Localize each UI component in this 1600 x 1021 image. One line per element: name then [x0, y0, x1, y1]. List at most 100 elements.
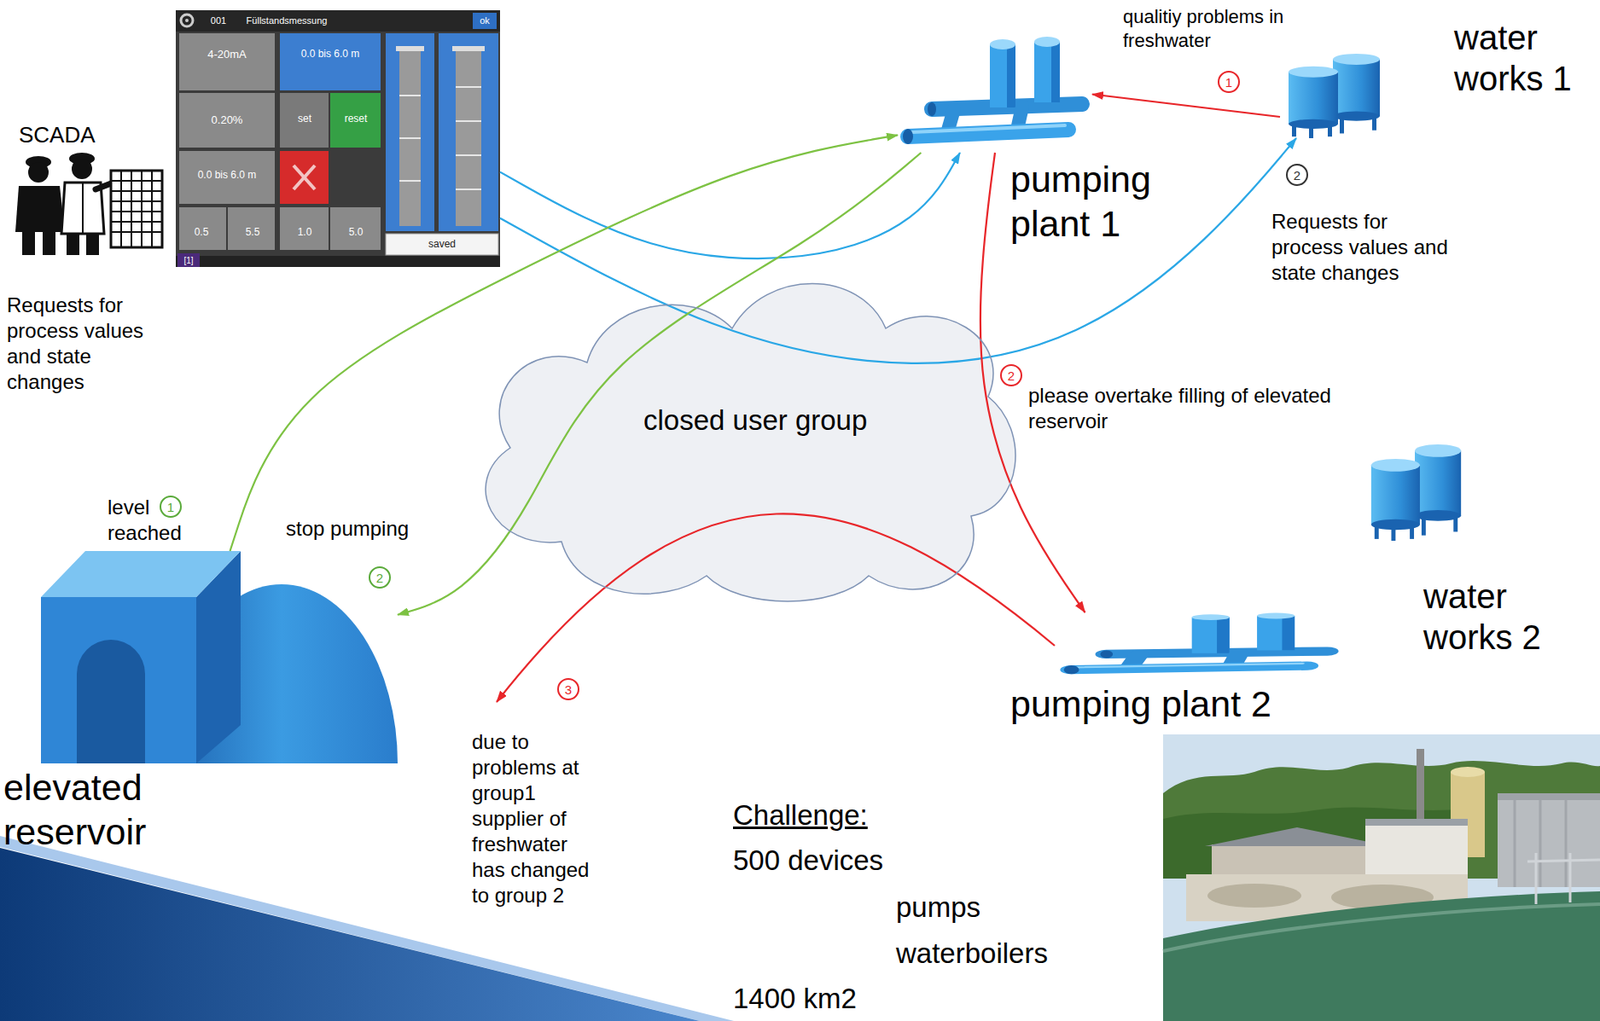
operator-icon [110, 170, 163, 248]
reservoir-icon [76, 640, 146, 764]
edge-label: please overtake filling of elevated rese… [1028, 383, 1353, 435]
challenge-item: pumps [896, 890, 981, 926]
plant-photo [1539, 800, 1542, 888]
plant-photo [1163, 734, 1600, 1021]
operator-icon [22, 232, 35, 256]
callout-number: 1 [159, 495, 182, 518]
node-label: pumping plant 1 [1010, 157, 1182, 246]
hmi-screen [279, 93, 329, 148]
callout-number: 1 [1217, 70, 1240, 94]
operator-icon [110, 170, 163, 248]
hmi-screen [330, 93, 381, 148]
hmi-screen [455, 154, 482, 157]
callout-number: 2 [1000, 364, 1023, 387]
edge-label: stop pumping [285, 516, 409, 542]
plant-photo [1163, 904, 1600, 952]
slide-wedge [0, 836, 734, 1021]
hmi-screen [175, 10, 501, 32]
hmi-value: 0.5 [194, 226, 210, 239]
water-works: water works 2 [1362, 443, 1470, 542]
hmi-button: saved [428, 238, 456, 251]
hmi-screen [179, 207, 227, 251]
hmi-screen [452, 46, 485, 52]
hmi-screen [179, 93, 275, 148]
hmi-value: 5.0 [349, 226, 364, 239]
hmi-screen [227, 207, 275, 251]
challenge-item: 1400 km2 [733, 981, 857, 1017]
hmi-screen [438, 33, 499, 232]
hmi-screen [177, 253, 200, 268]
hmi-value: 4-20mA [207, 48, 247, 61]
hmi-screen [399, 137, 421, 140]
hmi-screen [395, 46, 425, 52]
annotation: Requests for process values and state ch… [6, 292, 157, 396]
plant-photo [1365, 823, 1468, 875]
callout-number: 2 [1285, 163, 1309, 187]
hmi-screen [179, 33, 275, 91]
plant-photo [1527, 860, 1600, 862]
plant-photo [1497, 793, 1600, 888]
hmi-screen [455, 188, 482, 191]
node-label: SCADA [18, 122, 96, 149]
plant-photo [1204, 827, 1390, 847]
hmi-text: 001 [210, 15, 227, 26]
slide-wedge [0, 848, 700, 1021]
plant-photo [1450, 767, 1485, 778]
flow-arrow [980, 152, 1086, 613]
hmi-button: reset [344, 113, 368, 125]
pump-icon [902, 36, 1083, 145]
operator-icon [86, 233, 99, 256]
operator-icon [15, 186, 65, 233]
hmi-screen [175, 256, 501, 268]
hmi-button: set [297, 113, 312, 125]
hmi-screen [399, 51, 421, 227]
hmi-screen [399, 180, 421, 182]
node-label: pumping plant 2 [1010, 682, 1272, 728]
callout-number: 2 [368, 566, 391, 589]
hmi-screen [180, 14, 193, 27]
hmi-button: ok [479, 15, 490, 26]
reservoir-icon [40, 551, 241, 598]
cloud-outline [485, 284, 1016, 603]
hmi-value: 0.0 bis 6.0 m [197, 169, 257, 181]
operator-icon [66, 233, 80, 256]
challenge-item: 500 devices [733, 843, 884, 879]
plant-photo [1365, 819, 1468, 827]
hmi-screen [455, 120, 482, 123]
hmi-value: 1.0 [297, 226, 313, 239]
node-label: water works 1 [1454, 17, 1598, 99]
operator-icon [71, 158, 93, 180]
hmi-screen [175, 10, 501, 268]
hmi-screen [455, 86, 482, 88]
pumping-plant: pumping plant 1 [897, 35, 1093, 153]
cloud-fill [485, 284, 1016, 603]
water-works: water works 1 [1280, 52, 1389, 139]
edge-label: qualitiy problems in freshwater [1122, 5, 1320, 53]
flow-arrow [1092, 94, 1280, 118]
connector-layer [230, 94, 1298, 616]
plant-photo [1163, 734, 1600, 1021]
tank-icon [1371, 444, 1461, 542]
hmi-screen [293, 165, 315, 190]
node-label: elevated reservoir [3, 766, 183, 855]
flow-arrow [500, 152, 960, 259]
node-label: water works 2 [1423, 576, 1577, 658]
reservoir-icon [40, 597, 197, 764]
hmi-value: 5.5 [245, 226, 261, 239]
callout-number: 3 [557, 678, 580, 701]
pumping-plant: pumping plant 2 [1056, 612, 1343, 680]
cloud-fill [485, 284, 1016, 603]
network-cloud: closed user group [459, 260, 1031, 613]
plant-photo [1163, 891, 1600, 1021]
hmi-screen [385, 33, 435, 232]
hmi-value: 0.0 bis 6.0 m [301, 48, 361, 60]
hmi-screen [279, 151, 329, 204]
hmi-screen [330, 207, 381, 251]
plant-photo [1513, 800, 1517, 888]
hmi-screen [175, 10, 501, 268]
hmi-screen [472, 12, 497, 30]
